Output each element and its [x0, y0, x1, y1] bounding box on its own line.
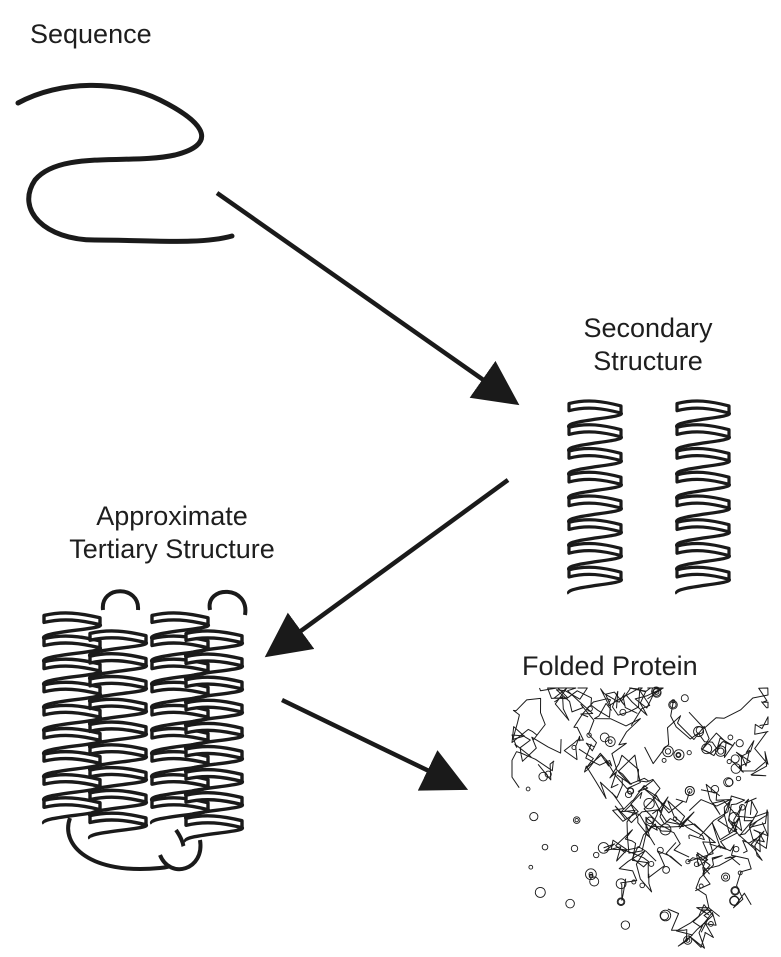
folded-protein-atom	[542, 844, 548, 850]
sequence-chain	[18, 85, 232, 241]
folded-protein-atom	[674, 750, 684, 760]
folded-protein-atom	[621, 921, 629, 929]
folded-protein-atom	[640, 883, 645, 888]
folded-protein-strand	[749, 801, 768, 842]
helix-ribbon-back	[186, 828, 243, 842]
folded-protein-atom	[609, 740, 613, 744]
folded-protein-atom	[722, 873, 730, 881]
helix-ribbon-turn	[677, 425, 729, 437]
sequence-label: Sequence	[30, 18, 152, 51]
folded-protein-atom	[662, 758, 666, 762]
folded-protein-atom	[699, 884, 703, 888]
folded-protein-strand	[689, 688, 768, 728]
arrow-tertiary-to-folded	[282, 700, 460, 786]
tertiary-top-loop-left	[103, 591, 138, 610]
folded-protein-atom	[535, 887, 545, 897]
helix-ribbon-back	[677, 579, 730, 593]
helix-ribbon-turn	[677, 520, 729, 532]
helix-ribbon-turn	[677, 472, 729, 484]
arrow-sequence-to-secondary	[217, 193, 512, 400]
helix-ribbon-turn	[569, 472, 621, 484]
folded-protein-strand	[579, 749, 650, 789]
folded-protein-atom	[618, 899, 624, 905]
helix-ribbon-turn	[677, 401, 729, 413]
folded-protein-strand	[695, 853, 740, 891]
helix-ribbon-turn	[677, 567, 729, 579]
folded-protein-atom	[665, 749, 670, 754]
secondary-label-line-1: Secondary	[548, 312, 748, 345]
folded-protein-atom	[526, 787, 530, 791]
folded-protein-atom	[594, 852, 599, 857]
folded-protein-atom	[566, 899, 575, 908]
folded-protein-atom	[530, 813, 538, 821]
arrow-secondary-to-tertiary	[272, 480, 508, 652]
folded-protein-strand	[595, 703, 641, 784]
helix-ribbon-turn	[152, 613, 208, 625]
folded-protein-strand	[739, 821, 764, 860]
tertiary-structure-label: Approximate Tertiary Structure	[42, 500, 302, 566]
helix-ribbon-turn	[569, 401, 621, 413]
folded-protein-atom	[687, 751, 691, 755]
folded-protein-label: Folded Protein	[522, 650, 698, 683]
folded-protein-atom	[732, 888, 739, 895]
folded-protein-strand	[619, 851, 651, 900]
folded-protein-atom	[736, 740, 743, 747]
folded-protein-atom	[573, 817, 580, 824]
folded-protein-atom	[571, 845, 577, 851]
folded-protein-atom	[730, 896, 740, 906]
helix-ribbon-turn	[569, 567, 621, 579]
folded-protein-atom	[677, 753, 681, 757]
helix-ribbon-turn	[186, 816, 242, 828]
folded-protein-strand	[512, 752, 554, 788]
folded-protein-strand	[733, 741, 766, 773]
folded-protein-atom	[736, 776, 740, 780]
folded-protein-atom	[649, 861, 654, 866]
folded-protein-atom	[529, 865, 533, 869]
helix-ribbon-turn	[569, 496, 621, 508]
folded-protein-atom	[718, 748, 724, 754]
tertiary-top-loop-right	[210, 592, 246, 615]
folded-protein-atom	[734, 846, 739, 851]
folded-protein-atom	[663, 746, 674, 757]
folded-protein-atom	[663, 867, 670, 874]
helix-ribbon-turn	[569, 425, 621, 437]
folded-protein-atom	[724, 875, 728, 879]
folded-protein-atom	[730, 897, 739, 906]
helix-ribbon-turn	[677, 448, 729, 460]
helix-ribbon-turn	[677, 543, 729, 555]
folded-protein-atom	[620, 709, 626, 715]
helix-ribbon-turn	[569, 520, 621, 532]
helix-ribbon-turn	[569, 543, 621, 555]
folded-protein-atom	[661, 912, 669, 920]
folded-protein-strand	[696, 856, 722, 933]
tertiary-helix-bundle	[44, 591, 246, 869]
helix-ribbon-turn	[569, 448, 621, 460]
tertiary-label-line-2: Tertiary Structure	[42, 533, 302, 566]
helix-ribbon-turn	[44, 613, 100, 625]
tertiary-label-line-1: Approximate	[42, 500, 302, 533]
helix-ribbon-turn	[677, 496, 729, 508]
folded-protein-strand	[512, 698, 545, 757]
folded-protein-atom	[727, 760, 731, 764]
folded-protein-atom	[575, 818, 578, 821]
folded-protein-atom	[685, 786, 694, 795]
helix-ribbon-turn	[90, 790, 146, 802]
secondary-structure-label: Secondary Structure	[548, 312, 748, 378]
secondary-helix-right	[677, 401, 730, 594]
folded-protein-atom	[681, 695, 688, 702]
secondary-helix-left	[569, 401, 622, 594]
folded-protein-strand	[512, 727, 561, 762]
secondary-label-line-2: Structure	[548, 345, 748, 378]
folded-protein-strand	[585, 744, 623, 799]
folded-protein-atom	[731, 755, 739, 763]
folded-protein-structure	[512, 687, 768, 948]
folded-protein-strand	[689, 908, 720, 949]
folded-protein-atom	[728, 735, 733, 740]
helix-ribbon-back	[569, 579, 622, 593]
